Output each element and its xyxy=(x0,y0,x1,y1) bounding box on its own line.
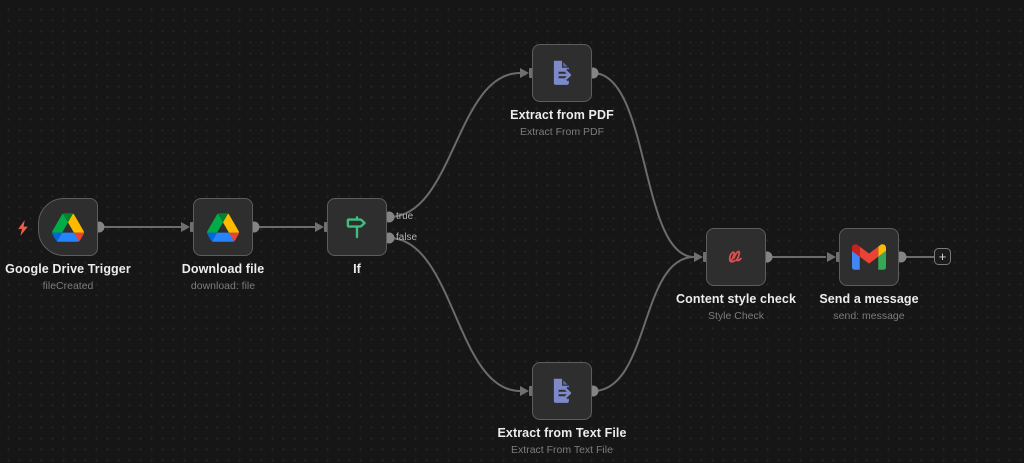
if-branch-icon xyxy=(342,212,372,242)
style-check-scribble-icon xyxy=(723,244,749,270)
port-label-false: false xyxy=(396,232,418,243)
connection-pdf-stylecheck[interactable] xyxy=(592,72,695,258)
file-extract-icon xyxy=(547,58,577,88)
google-drive-icon xyxy=(207,212,239,242)
connection-if-false-textfile[interactable] xyxy=(388,237,521,392)
google-drive-icon xyxy=(52,212,84,242)
node-extract-from-pdf[interactable] xyxy=(532,44,592,102)
node-send-a-message[interactable] xyxy=(839,228,899,286)
node-if[interactable] xyxy=(327,198,387,256)
port-label-true: true xyxy=(396,211,414,222)
trigger-lightning-icon xyxy=(18,220,28,236)
node-download-file[interactable] xyxy=(193,198,253,256)
gmail-icon xyxy=(852,244,886,270)
connection-if-true-pdf[interactable] xyxy=(388,72,521,218)
node-extract-from-text-file[interactable] xyxy=(532,362,592,420)
file-extract-icon xyxy=(547,376,577,406)
node-content-style-check[interactable] xyxy=(706,228,766,286)
node-google-drive-trigger[interactable] xyxy=(38,198,98,256)
connection-textfile-stylecheck[interactable] xyxy=(592,256,695,392)
add-node-button[interactable]: + xyxy=(934,248,951,265)
